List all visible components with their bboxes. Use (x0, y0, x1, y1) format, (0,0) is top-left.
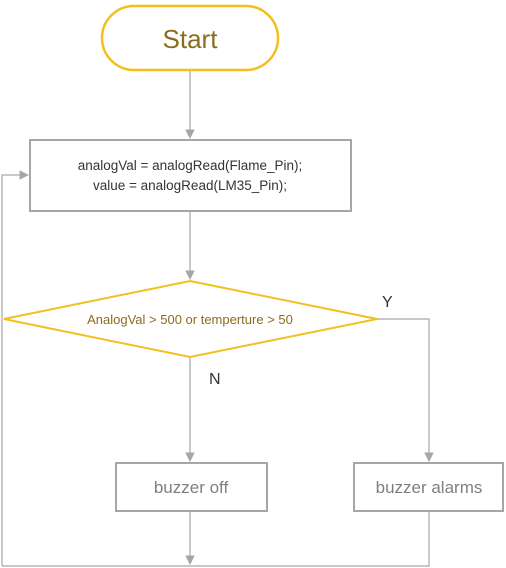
buzzer-off-label: buzzer off (154, 478, 229, 497)
connector-loop-back (1, 170, 29, 566)
decision-condition: AnalogVal > 500 or temperture > 50 (87, 312, 293, 327)
process-line-1: analogVal = analogRead(Flame_Pin); (78, 158, 303, 173)
start-label: Start (163, 24, 219, 54)
no-branch-label: N (209, 371, 221, 388)
process-line-2: value = analogRead(LM35_Pin); (93, 178, 287, 193)
buzzer-alarms-label: buzzer alarms (376, 478, 483, 497)
buzzer-off-box (115, 462, 268, 512)
process-box (29, 139, 352, 212)
decision-diamond (3, 279, 378, 359)
connector-yes-to-alarm (377, 318, 434, 462)
buzzer-alarms-box (353, 462, 504, 512)
connector-alarm-to-merge (2, 512, 430, 567)
yes-branch-label: Y (382, 294, 393, 311)
start-terminal (100, 4, 280, 72)
